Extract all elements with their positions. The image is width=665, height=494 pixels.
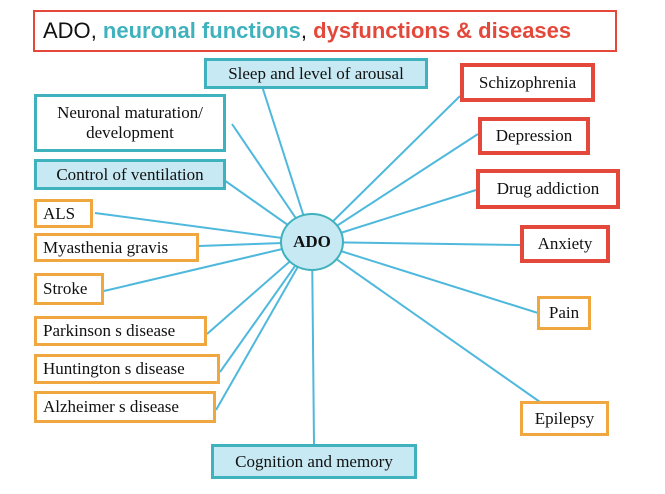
ray-stroke (103, 241, 313, 292)
ado-center-node: ADO (280, 213, 344, 271)
ray-schizophrenia (311, 95, 461, 243)
box-huntingtons: Huntington s disease (34, 354, 220, 384)
box-cognition-memory: Cognition and memory (211, 444, 417, 479)
box-myasthenia-gravis: Myasthenia gravis (34, 233, 199, 262)
box-parkinsons: Parkinson s disease (34, 316, 207, 346)
diagram-title: ADO, neuronal functions, dysfunctions & … (33, 10, 617, 52)
title-neuronal-functions: neuronal functions (102, 18, 301, 43)
box-alzheimers: Alzheimer s disease (34, 391, 216, 423)
box-drug-addiction: Drug addiction (476, 169, 620, 209)
ray-alzheimers (215, 241, 313, 411)
box-neuronal-maturation: Neuronal maturation/ development (34, 94, 226, 152)
title-dysfunctions-diseases: dysfunctions & diseases (313, 18, 572, 43)
ray-depression (311, 133, 479, 243)
box-schizophrenia: Schizophrenia (460, 63, 595, 102)
box-anxiety: Anxiety (520, 225, 610, 263)
title-separator: , (90, 18, 103, 43)
box-control-ventilation: Control of ventilation (34, 159, 226, 190)
box-depression: Depression (478, 117, 590, 155)
box-epilepsy: Epilepsy (520, 401, 609, 436)
title-main: ADO (43, 18, 91, 43)
box-pain: Pain (537, 296, 591, 330)
box-sleep-arousal: Sleep and level of arousal (204, 58, 428, 89)
ray-als (94, 212, 313, 243)
ray-pain (311, 241, 539, 314)
ray-epilepsy (311, 241, 541, 403)
ray-cognition (311, 241, 315, 445)
box-stroke: Stroke (34, 273, 104, 305)
title-separator: , (300, 18, 314, 43)
ray-anxiety (311, 241, 521, 246)
box-als: ALS (34, 199, 93, 228)
